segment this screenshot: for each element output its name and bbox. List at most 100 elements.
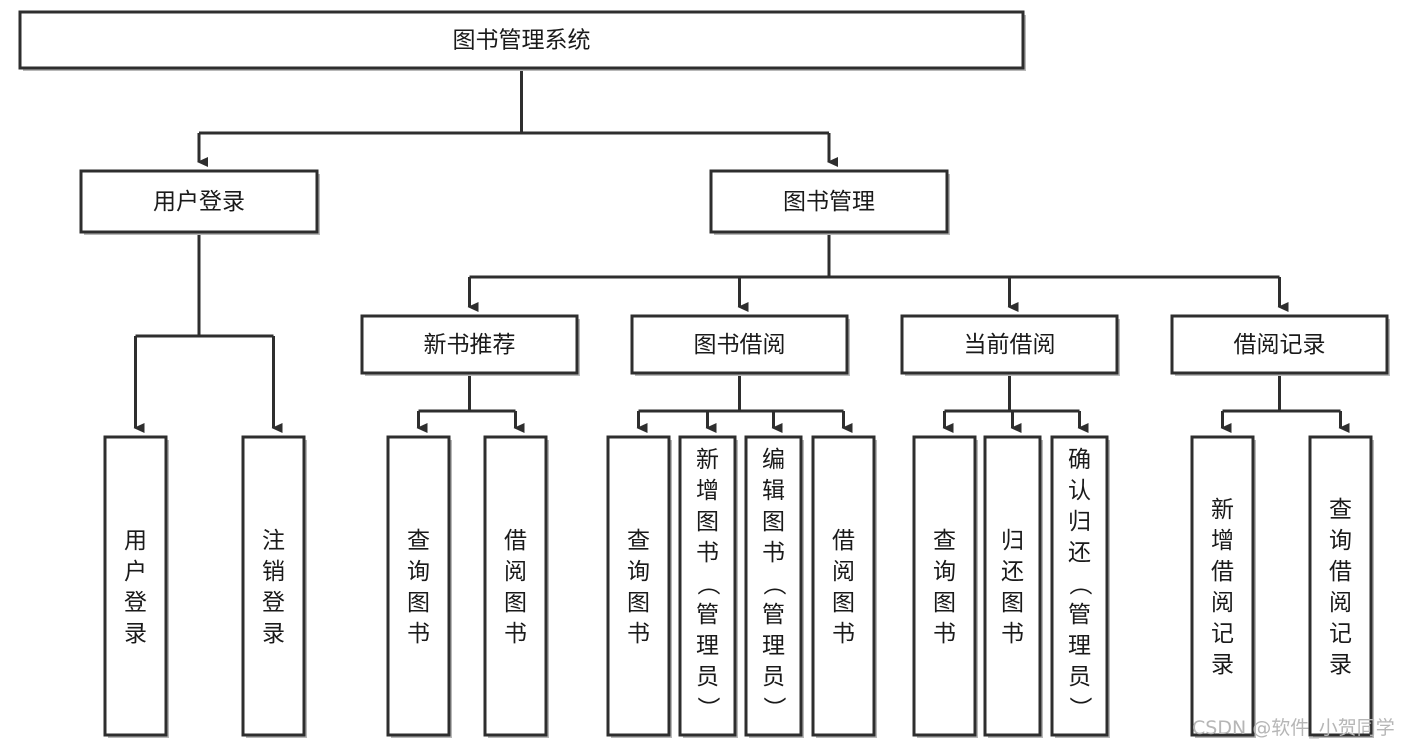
node-leaf-box-11[interactable] xyxy=(1190,435,1255,737)
svg-text:还: 还 xyxy=(1068,540,1091,566)
svg-text:新: 新 xyxy=(696,447,719,473)
svg-text:记: 记 xyxy=(1329,621,1352,647)
node-leaf-box-10[interactable] xyxy=(1050,435,1109,737)
svg-text:增: 增 xyxy=(1211,528,1234,554)
node-level2-label-0: 新书推荐 xyxy=(424,332,516,358)
svg-text:管: 管 xyxy=(762,602,785,628)
svg-text:书: 书 xyxy=(832,621,855,647)
svg-text:员: 员 xyxy=(762,664,785,690)
svg-text:书: 书 xyxy=(407,621,430,647)
svg-text:（: （ xyxy=(1067,573,1093,596)
svg-text:借: 借 xyxy=(504,528,527,554)
svg-text:书: 书 xyxy=(696,540,719,566)
svg-text:图: 图 xyxy=(1001,590,1024,616)
svg-text:）: ） xyxy=(1067,697,1093,720)
svg-text:还: 还 xyxy=(1001,559,1024,585)
svg-text:注: 注 xyxy=(262,528,285,554)
svg-text:书: 书 xyxy=(627,621,650,647)
svg-text:查: 查 xyxy=(933,528,956,554)
svg-text:录: 录 xyxy=(262,621,285,647)
svg-text:）: ） xyxy=(695,697,721,720)
svg-text:录: 录 xyxy=(124,621,147,647)
svg-text:确: 确 xyxy=(1068,447,1091,473)
svg-text:新: 新 xyxy=(1211,497,1234,523)
node-leaf-box-9[interactable] xyxy=(983,435,1042,737)
svg-text:（: （ xyxy=(695,573,721,596)
svg-text:借: 借 xyxy=(832,528,855,554)
node-level2-label-1: 图书借阅 xyxy=(694,332,786,358)
svg-text:图: 图 xyxy=(933,590,956,616)
svg-text:图: 图 xyxy=(504,590,527,616)
node-leaf-box-6[interactable] xyxy=(744,435,803,737)
svg-text:管: 管 xyxy=(696,602,719,628)
svg-text:图: 图 xyxy=(627,590,650,616)
node-root-label: 图书管理系统 xyxy=(453,28,591,54)
node-leaf-box-4[interactable] xyxy=(606,435,671,737)
svg-text:图: 图 xyxy=(696,509,719,535)
svg-text:认: 认 xyxy=(1068,478,1091,504)
svg-text:（: （ xyxy=(761,573,787,596)
boxes-layer xyxy=(18,10,1390,738)
node-leaf-label-0: 用户登录 xyxy=(124,528,147,647)
svg-text:借: 借 xyxy=(1211,559,1234,585)
svg-text:询: 询 xyxy=(627,559,650,585)
svg-text:阅: 阅 xyxy=(504,559,527,585)
svg-text:查: 查 xyxy=(627,528,650,554)
svg-text:询: 询 xyxy=(407,559,430,585)
node-level2-label-2: 当前借阅 xyxy=(964,332,1056,358)
svg-text:书: 书 xyxy=(1001,621,1024,647)
svg-text:编: 编 xyxy=(762,447,785,473)
node-level1-box-1[interactable] xyxy=(709,169,949,234)
svg-text:）: ） xyxy=(761,697,787,720)
svg-text:登: 登 xyxy=(124,590,147,616)
node-level2-box-1[interactable] xyxy=(630,314,849,375)
node-level2-box-2[interactable] xyxy=(900,314,1119,375)
svg-text:记: 记 xyxy=(1211,621,1234,647)
svg-text:归: 归 xyxy=(1001,528,1024,554)
node-level1-label-1: 图书管理 xyxy=(783,189,875,215)
node-leaf-box-5[interactable] xyxy=(678,435,737,737)
svg-text:员: 员 xyxy=(696,664,719,690)
node-root-box[interactable] xyxy=(18,10,1025,70)
svg-text:增: 增 xyxy=(696,478,719,504)
svg-text:图: 图 xyxy=(832,590,855,616)
svg-text:销: 销 xyxy=(262,559,285,585)
svg-text:图: 图 xyxy=(762,509,785,535)
node-level1-box-0[interactable] xyxy=(79,169,319,234)
node-level2-box-3[interactable] xyxy=(1170,314,1389,375)
svg-text:书: 书 xyxy=(762,540,785,566)
svg-text:阅: 阅 xyxy=(832,559,855,585)
node-leaf-box-1[interactable] xyxy=(241,435,306,737)
svg-text:询: 询 xyxy=(1329,528,1352,554)
svg-text:理: 理 xyxy=(762,633,785,659)
svg-text:员: 员 xyxy=(1068,664,1091,690)
svg-text:图: 图 xyxy=(407,590,430,616)
svg-text:管: 管 xyxy=(1068,602,1091,628)
node-level2-box-0[interactable] xyxy=(360,314,579,375)
svg-text:归: 归 xyxy=(1068,509,1091,535)
svg-text:用: 用 xyxy=(124,528,147,554)
node-leaf-box-12[interactable] xyxy=(1308,435,1373,737)
node-leaf-box-3[interactable] xyxy=(483,435,548,737)
svg-text:阅: 阅 xyxy=(1329,590,1352,616)
node-level2-label-3: 借阅记录 xyxy=(1234,332,1326,358)
svg-text:查: 查 xyxy=(1329,497,1352,523)
node-leaf-box-8[interactable] xyxy=(912,435,977,737)
svg-text:辑: 辑 xyxy=(762,478,785,504)
node-leaf-box-0[interactable] xyxy=(103,435,168,737)
node-leaf-box-2[interactable] xyxy=(386,435,451,737)
node-leaf-box-7[interactable] xyxy=(811,435,876,737)
